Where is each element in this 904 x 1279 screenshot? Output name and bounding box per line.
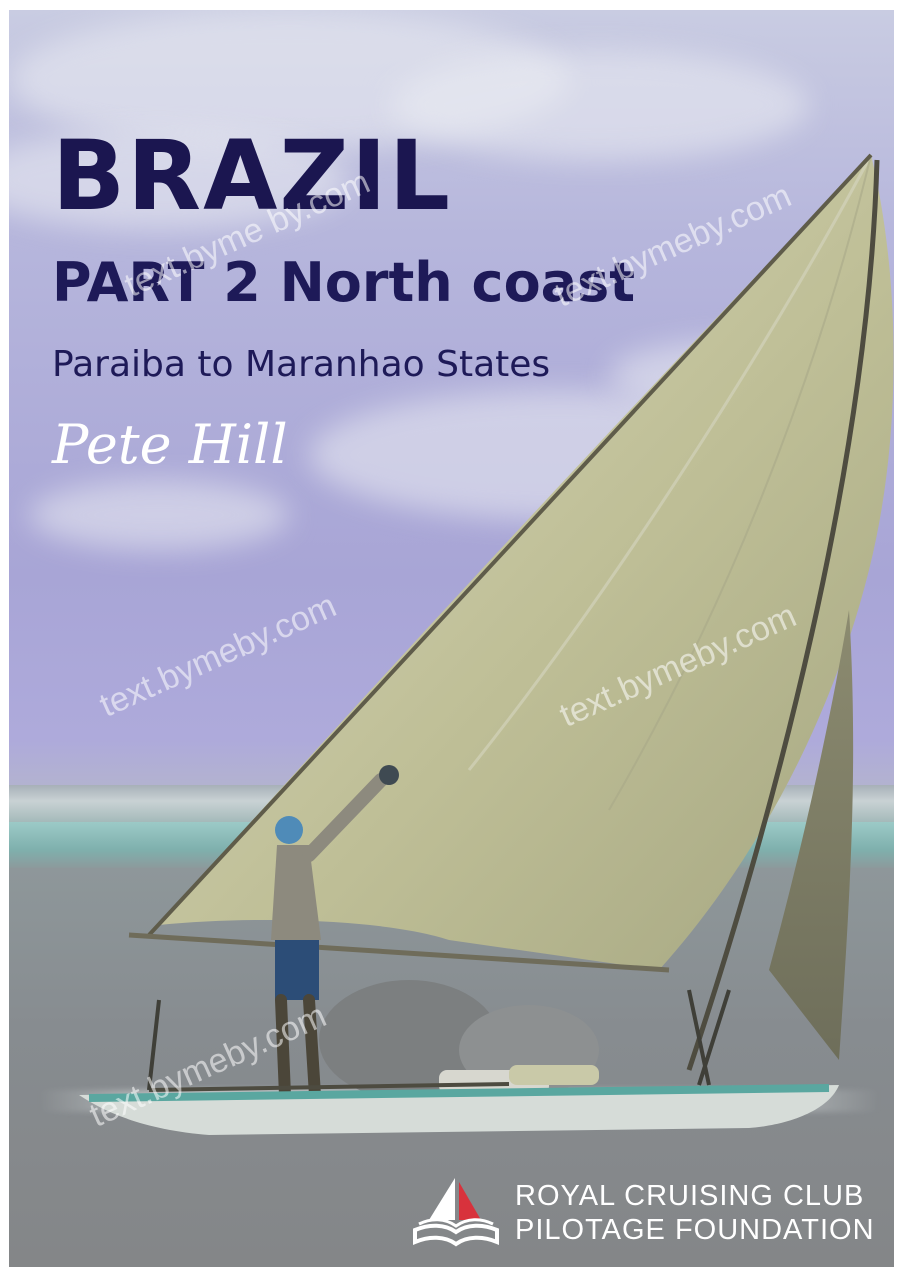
yard bbox=[147, 153, 873, 937]
cloud bbox=[29, 480, 289, 550]
publisher-name-line-1: ROYAL CRUISING CLUB bbox=[515, 1180, 865, 1212]
mainsail bbox=[159, 154, 894, 970]
book-subtitle: PART 2 North coast bbox=[52, 251, 636, 314]
hull bbox=[79, 1082, 839, 1135]
boat-cargo bbox=[319, 980, 599, 1100]
boom bbox=[128, 932, 670, 973]
book-region: Paraiba to Maranhao States bbox=[52, 344, 551, 385]
book-title: BRAZIL bbox=[52, 120, 452, 232]
jib bbox=[769, 610, 854, 1060]
book-author: Pete Hill bbox=[52, 413, 288, 476]
stern-rigging bbox=[147, 989, 731, 1091]
mast bbox=[686, 159, 880, 1071]
cloud bbox=[389, 50, 809, 160]
fisherman bbox=[271, 765, 399, 1101]
book-with-sail-icon bbox=[413, 1178, 499, 1247]
publisher-block: ROYAL CRUISING CLUB PILOTAGE FOUNDATION bbox=[409, 1172, 879, 1252]
sailboat-photo bbox=[79, 153, 894, 1135]
cloud bbox=[9, 130, 349, 230]
publisher-name-line-2: PILOTAGE FOUNDATION bbox=[515, 1214, 875, 1246]
book-cover: BRAZIL PART 2 North coast Paraiba to Mar… bbox=[9, 10, 894, 1267]
